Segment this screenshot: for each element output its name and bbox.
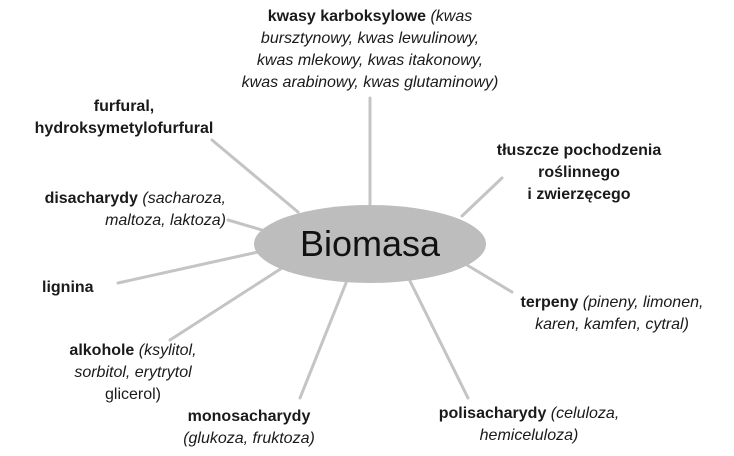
spoke-tluszcze bbox=[460, 176, 504, 218]
terpeny-detail-1: (pineny, limonen, bbox=[578, 294, 704, 311]
spoke-terpeny bbox=[460, 260, 514, 294]
biomasa-hub bbox=[254, 205, 486, 283]
spoke-monosacharydy bbox=[298, 281, 348, 400]
spoke-disacharydy bbox=[226, 218, 264, 232]
kwasy-detail-1: (kwas bbox=[426, 8, 473, 25]
node-terpeny: terpeny (pineny, limonen, karen, kamfen,… bbox=[496, 292, 728, 336]
kwasy-name: kwasy karboksylowe bbox=[267, 8, 427, 25]
biomasa-label: Biomasa bbox=[300, 223, 441, 264]
tluszcze-line-3: i zwierzęcego bbox=[527, 186, 631, 203]
node-disacharydy: disacharydy (sacharoza, maltoza, laktoza… bbox=[4, 188, 226, 232]
terpeny-name: terpeny bbox=[520, 294, 579, 311]
tluszcze-line-1: tłuszcze pochodzenia bbox=[496, 142, 662, 159]
monosacharydy-line-2: (glukoza, fruktoza) bbox=[183, 430, 315, 447]
polisacharydy-name: polisacharydy bbox=[438, 405, 547, 422]
node-kwasy-karboksylowe: kwasy karboksylowe (kwas bursztynowy, kw… bbox=[208, 6, 532, 94]
polisacharydy-line-2: hemiceluloza) bbox=[479, 427, 579, 444]
node-furfural: furfural, hydroksymetylofurfural bbox=[14, 96, 234, 140]
furfural-line-1: furfural, bbox=[93, 98, 155, 115]
disacharydy-detail-1: (sacharoza, bbox=[137, 190, 226, 207]
kwasy-line-3: kwas mlekowy, kwas itakonowy, bbox=[256, 52, 484, 69]
furfural-line-2: hydroksymetylofurfural bbox=[34, 120, 214, 137]
monosacharydy-name: monosacharydy bbox=[187, 408, 311, 425]
node-tluszcze: tłuszcze pochodzenia roślinnego i zwierz… bbox=[478, 140, 680, 206]
lignina-name: lignina bbox=[42, 279, 94, 296]
disacharydy-name: disacharydy bbox=[44, 190, 138, 207]
disacharydy-line-2: maltoza, laktoza) bbox=[105, 212, 226, 229]
kwasy-line-4: kwas arabinowy, kwas glutaminowy) bbox=[241, 74, 499, 91]
alkohole-detail-1: (ksylitol, bbox=[134, 342, 197, 359]
node-alkohole: alkohole (ksylitol, sorbitol, erytrytol … bbox=[48, 340, 218, 406]
alkohole-name: alkohole bbox=[69, 342, 135, 359]
node-monosacharydy: monosacharydy (glukoza, fruktoza) bbox=[154, 406, 344, 450]
spoke-furfural bbox=[210, 138, 300, 214]
kwasy-line-2: bursztynowy, kwas lewulinowy, bbox=[260, 30, 480, 47]
spoke-polisacharydy bbox=[408, 279, 470, 400]
tluszcze-line-2: roślinnego bbox=[538, 164, 620, 181]
node-polisacharydy: polisacharydy (celuloza, hemiceluloza) bbox=[406, 403, 652, 447]
spoke-lignina bbox=[116, 250, 260, 285]
alkohole-line-3: glicerol) bbox=[104, 386, 161, 403]
alkohole-line-2: sorbitol, erytrytol bbox=[74, 364, 192, 381]
polisacharydy-detail-1: (celuloza, bbox=[546, 405, 620, 422]
node-lignina: lignina bbox=[42, 277, 122, 299]
terpeny-line-2: karen, kamfen, cytral) bbox=[535, 316, 689, 333]
spoke-alkohole bbox=[168, 266, 284, 342]
